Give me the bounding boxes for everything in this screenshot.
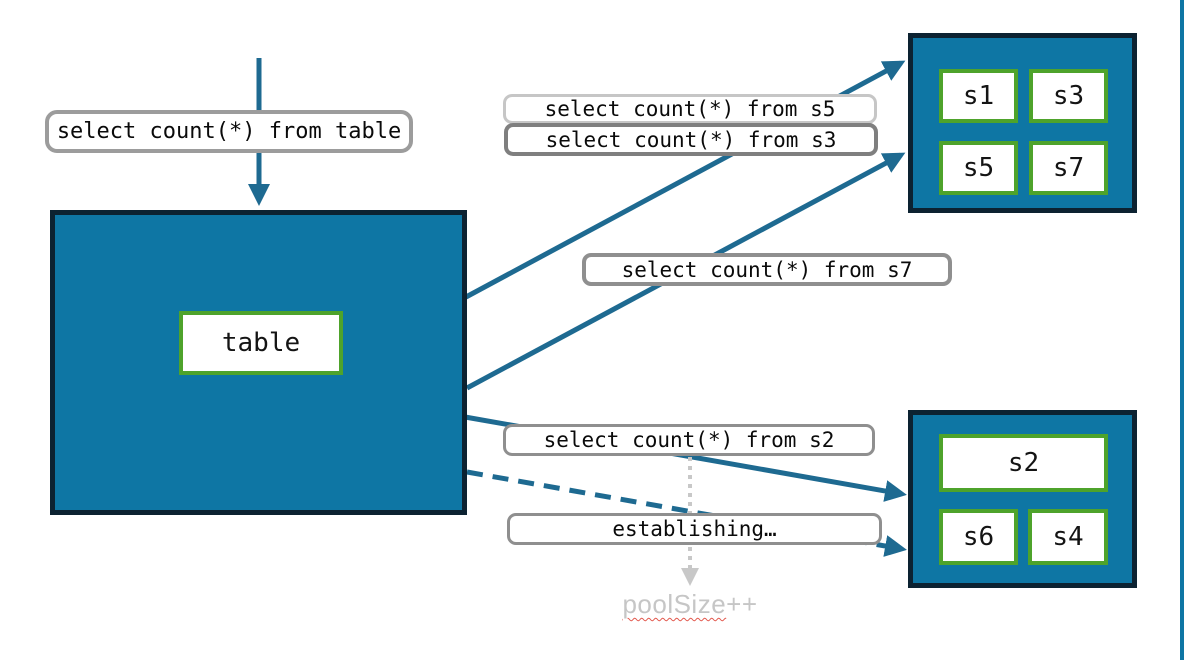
shard-s7: s7 bbox=[1029, 141, 1108, 195]
label-query-table: select count(*) from table bbox=[45, 110, 413, 153]
poolsize-annotation: poolSize++ bbox=[590, 589, 790, 620]
poolsize-word: poolSize bbox=[622, 589, 727, 619]
table-label-box: table bbox=[179, 311, 343, 375]
bottom-shard-group-box: s2 s6 s4 bbox=[908, 410, 1137, 588]
poolsize-suffix: ++ bbox=[726, 589, 758, 619]
shard-s2: s2 bbox=[939, 434, 1108, 492]
table-group-box: table bbox=[50, 210, 467, 515]
label-establishing: establishing… bbox=[507, 513, 882, 545]
label-query-s7: select count(*) from s7 bbox=[582, 253, 952, 286]
right-edge-strip bbox=[1180, 0, 1184, 660]
shard-s6: s6 bbox=[939, 509, 1018, 565]
shard-s1: s1 bbox=[939, 69, 1018, 123]
label-query-s2: select count(*) from s2 bbox=[503, 424, 875, 456]
shard-s5: s5 bbox=[939, 141, 1018, 195]
top-shard-group-box: s1 s3 s5 s7 bbox=[908, 33, 1137, 213]
label-query-s3: select count(*) from s3 bbox=[504, 123, 878, 156]
arrow-dotted-poolsize-head bbox=[681, 568, 699, 586]
label-query-s5: select count(*) from s5 bbox=[503, 94, 877, 124]
shard-s4: s4 bbox=[1028, 509, 1108, 565]
shard-s3: s3 bbox=[1029, 69, 1108, 123]
